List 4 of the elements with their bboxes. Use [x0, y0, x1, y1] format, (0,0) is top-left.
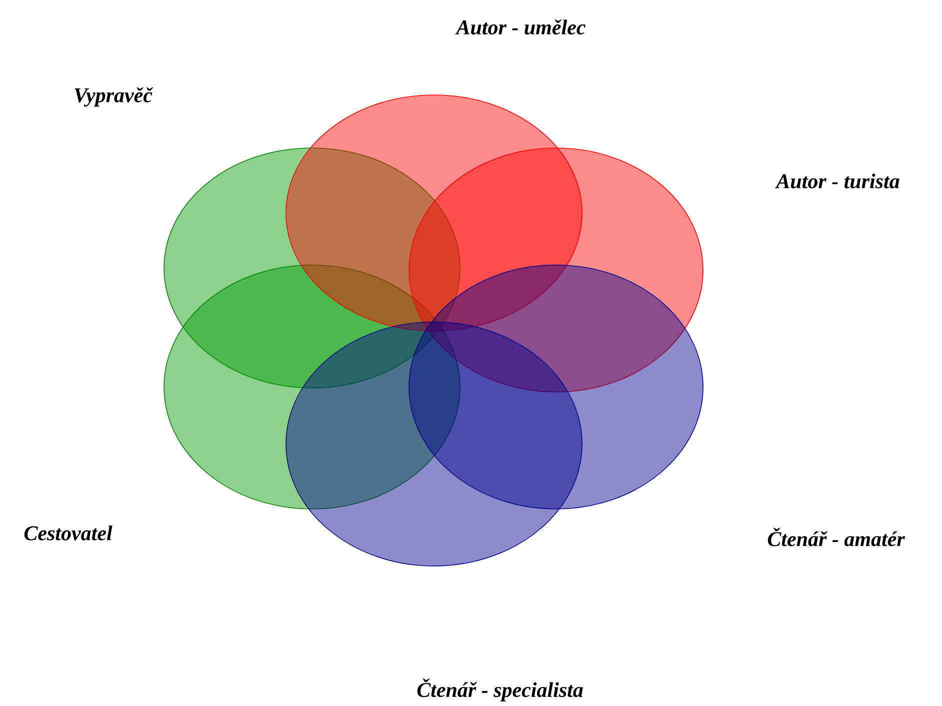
- venn-label: Čtenář - specialista: [417, 678, 583, 702]
- venn-label: Autor - umělec: [455, 19, 586, 35]
- venn-label: Autor - turista: [775, 174, 900, 188]
- venn-ellipse: [286, 322, 582, 566]
